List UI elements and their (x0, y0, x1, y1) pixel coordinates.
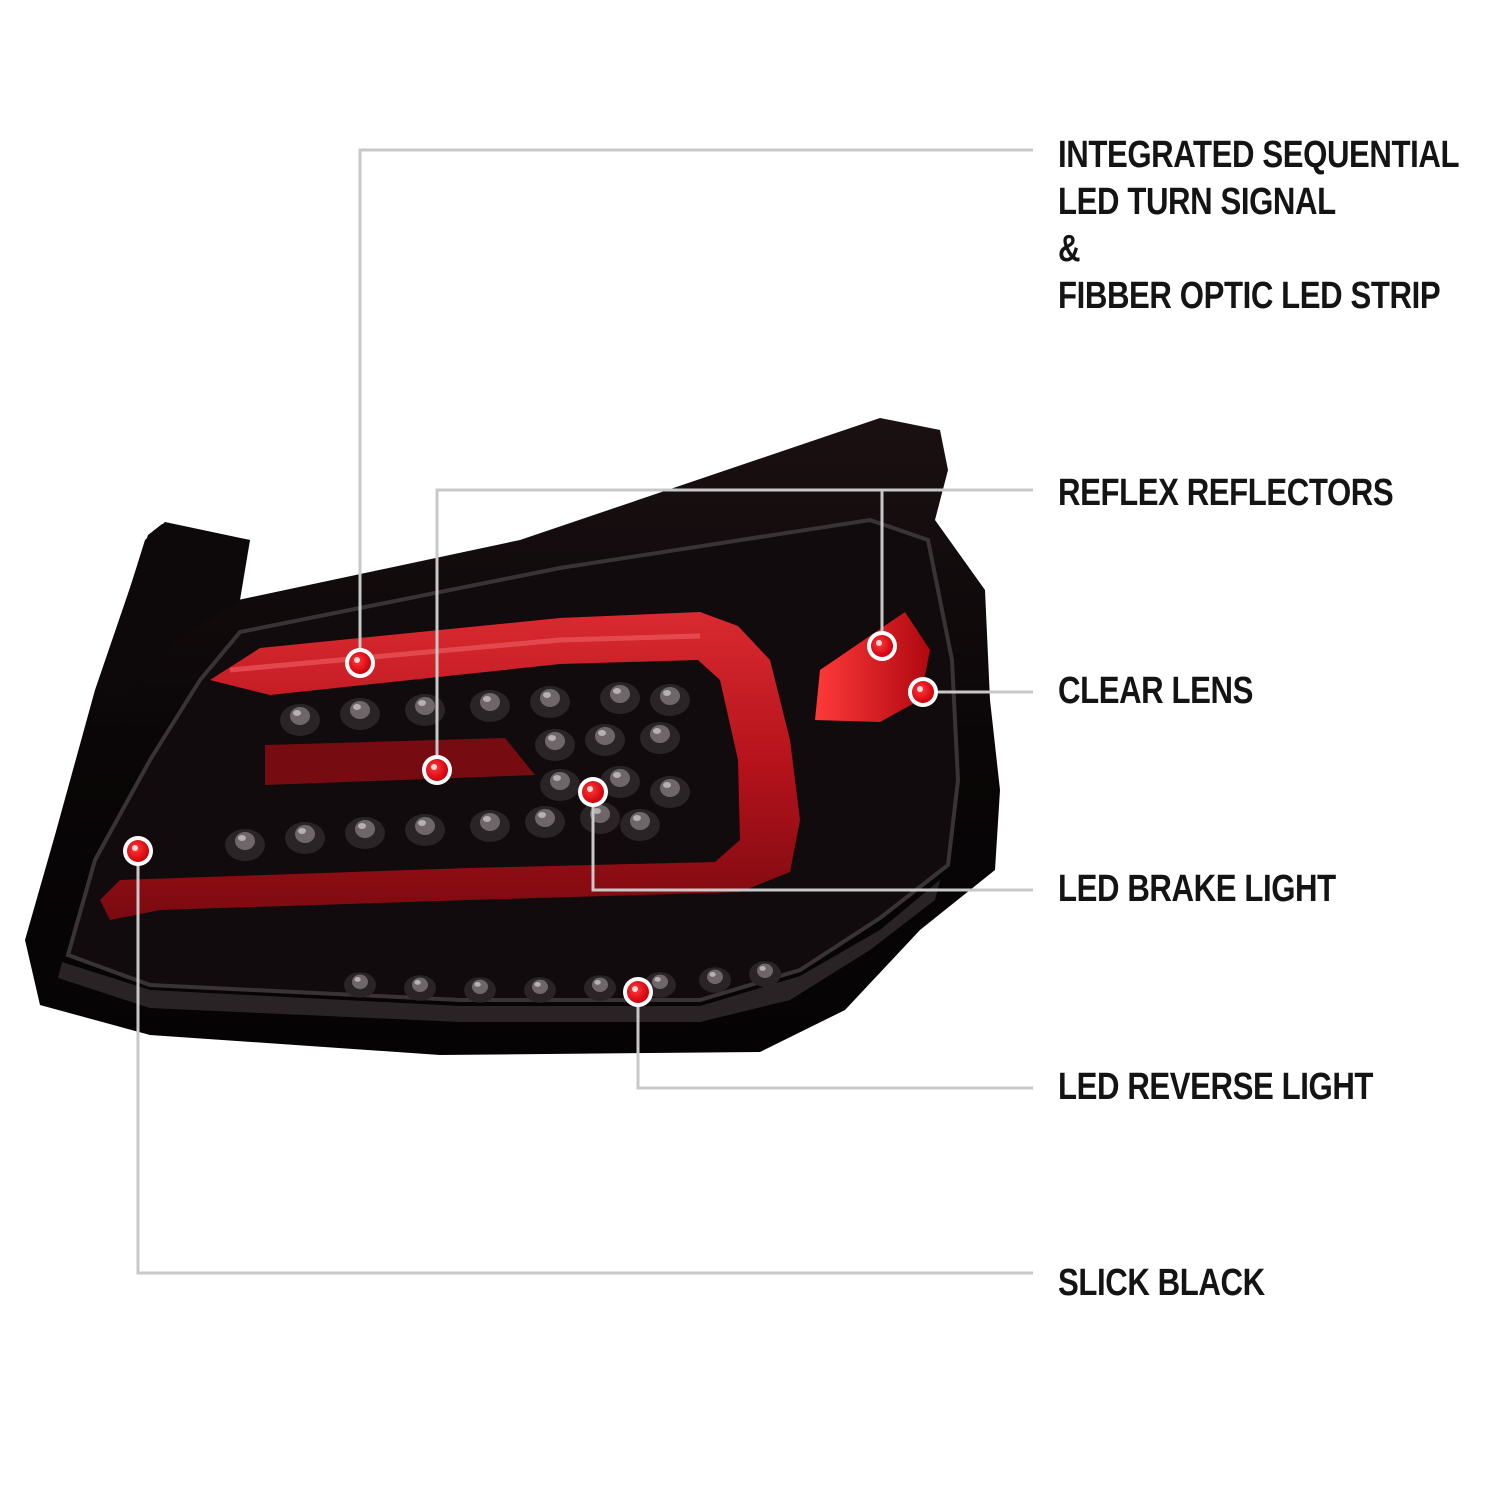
led-bulb (344, 972, 376, 998)
callout-brake-light-label: LED BRAKE LIGHT (1058, 866, 1336, 913)
leader-line-reverse-light (636, 992, 1033, 1090)
led-bulb (405, 694, 445, 726)
callout-dot-reflex-reflectors (867, 631, 897, 661)
led-bulb (340, 698, 380, 730)
led-bulb (345, 817, 385, 849)
callout-dot-reflex-reflectors (422, 755, 452, 785)
led-bulb (640, 722, 680, 754)
housing (25, 418, 1000, 1055)
label-line: LED BRAKE LIGHT (1058, 868, 1336, 910)
callout-slick-black-label: SLICK BLACK (1058, 1260, 1265, 1307)
led-bulb (470, 810, 510, 842)
leader-line-turn-signal (358, 148, 1033, 663)
led-bulb (525, 806, 565, 838)
label-line: LED TURN SIGNAL (1058, 181, 1336, 223)
callout-reflex-reflectors-label: REFLEX REFLECTORS (1058, 470, 1394, 517)
led-bulb (749, 961, 781, 987)
led-bulb (530, 686, 570, 718)
led-bulb (650, 776, 690, 808)
leader-line-reflex-reflectors (435, 488, 1033, 770)
callout-clear-lens-label: CLEAR LENS (1058, 668, 1253, 715)
leader-lines (136, 148, 1033, 1275)
label-line: REFLEX REFLECTORS (1058, 472, 1394, 514)
light-bar (100, 612, 800, 920)
led-bulb (650, 684, 690, 716)
label-line: LED REVERSE LIGHT (1058, 1066, 1374, 1108)
callout-turn-signal-label: INTEGRATED SEQUENTIAL LED TURN SIGNAL & … (1058, 132, 1460, 320)
callout-reverse-light-label: LED REVERSE LIGHT (1058, 1064, 1373, 1111)
led-bulb (585, 724, 625, 756)
led-bulb (285, 822, 325, 854)
callout-dot-turn-signal (345, 648, 375, 678)
led-bulb (600, 766, 640, 798)
callout-dot-clear-lens (908, 677, 938, 707)
led-array (225, 682, 781, 1003)
label-line: INTEGRATED SEQUENTIAL (1058, 134, 1460, 176)
label-line: & (1058, 228, 1081, 270)
led-bulb (584, 975, 616, 1001)
led-bulb (225, 829, 265, 861)
callout-dots (123, 631, 938, 1007)
led-bulb (404, 975, 436, 1001)
led-bulb (464, 977, 496, 1003)
label-line: FIBBER OPTIC LED STRIP (1058, 275, 1441, 317)
led-bulb (540, 769, 580, 801)
callout-dot-reverse-light (623, 977, 653, 1007)
led-bulb (600, 682, 640, 714)
led-bulb (580, 802, 620, 834)
callout-dot-slick-black (123, 836, 153, 866)
led-bulb (405, 814, 445, 846)
label-line: CLEAR LENS (1058, 670, 1253, 712)
led-bulb (535, 729, 575, 761)
callout-dot-brake-light (578, 777, 608, 807)
led-bulb (470, 690, 510, 722)
led-bulb (280, 704, 320, 736)
leader-line-brake-light (591, 792, 1033, 892)
led-bulb (524, 977, 556, 1003)
led-bulb (620, 809, 660, 841)
leader-line-slick-black (136, 851, 1033, 1275)
label-line: SLICK BLACK (1058, 1262, 1265, 1304)
reflex-reflector (265, 612, 930, 785)
led-bulb (699, 967, 731, 993)
